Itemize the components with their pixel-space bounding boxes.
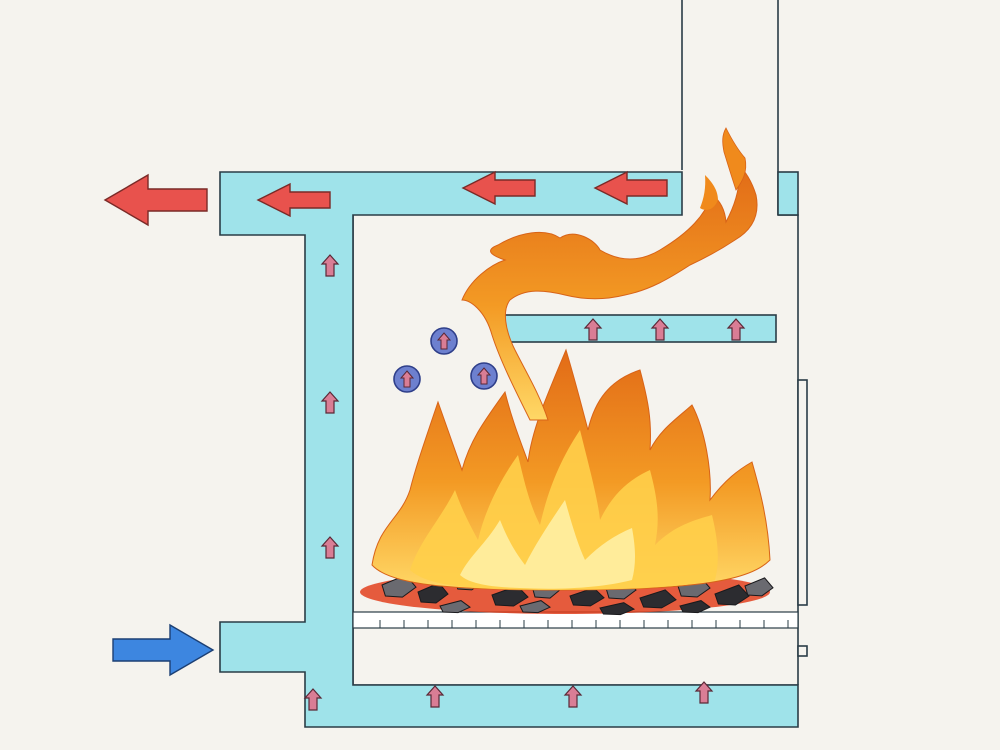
flames — [371, 127, 771, 591]
door-handle — [797, 379, 808, 606]
up-arrow-icon — [320, 391, 340, 414]
coal-chunk — [439, 600, 471, 614]
up-arrow-icon — [694, 681, 714, 704]
flame-wisp-2 — [700, 175, 718, 210]
secondary-air-bubbles — [393, 327, 498, 393]
flame-wisp — [722, 127, 747, 191]
coal-chunk — [714, 584, 750, 606]
right-arrow-icon — [112, 623, 215, 677]
up-arrow-icon — [650, 318, 670, 341]
chimney-flue — [681, 0, 779, 215]
circled-up-arrow-icon — [393, 365, 421, 393]
up-arrow-icon — [583, 318, 603, 341]
coal-chunk — [679, 600, 711, 614]
flame-core — [460, 500, 635, 589]
up-arrow-icon — [303, 688, 323, 711]
coal-chunk — [744, 577, 774, 597]
rising-air-arrows — [303, 254, 746, 711]
duct-right-stub — [777, 171, 799, 216]
ash-door-latch — [797, 645, 808, 657]
left-arrow-icon — [461, 170, 536, 206]
duct-channel — [219, 171, 799, 728]
grate — [352, 611, 799, 629]
up-arrow-icon — [320, 254, 340, 277]
up-arrow-icon — [726, 318, 746, 341]
left-arrow-icon — [593, 170, 668, 206]
coal-chunk — [599, 602, 636, 616]
up-arrow-icon — [425, 685, 445, 708]
hot-air-arrows — [103, 170, 668, 227]
left-arrow-icon — [103, 173, 208, 227]
circled-up-arrow-icon — [470, 362, 498, 390]
coal-chunk — [639, 589, 677, 609]
coal-chunk — [519, 600, 551, 614]
up-arrow-icon — [320, 536, 340, 559]
up-arrow-icon — [563, 685, 583, 708]
left-arrow-icon — [256, 182, 331, 218]
circled-up-arrow-icon — [430, 327, 458, 355]
flame-plume — [461, 163, 758, 421]
